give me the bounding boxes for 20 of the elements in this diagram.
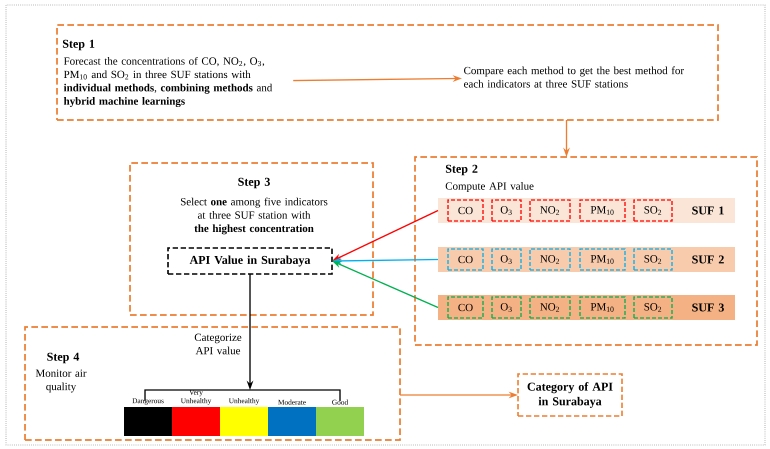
indicator-box: SO$_{2}$ (633, 296, 673, 319)
indicator-box: CO (447, 296, 484, 319)
edge-label: Categorize API value (194, 334, 242, 354)
indicator-box: CO (447, 199, 484, 222)
indicator-box: O$_{3}$ (491, 199, 522, 222)
indicator-box: O$_{3}$ (491, 296, 522, 319)
result-box: API Value in Surabaya (167, 247, 333, 275)
indicator-box: O$_{3}$ (491, 248, 522, 271)
indicator-box: PM$_{10}$ (579, 296, 626, 319)
indicator-box: PM$_{10}$ (579, 248, 626, 271)
indicator-box: PM$_{10}$ (579, 199, 626, 222)
indicator-box: CO (447, 248, 484, 271)
indicator-box: SO$_{2}$ (633, 199, 673, 222)
step-text: Compare each method to get the best method for each indicators at three SUF stations (464, 66, 684, 88)
step-text: Forecast the concentrations of CO, NO$_{2}$, O$_{3}$, PM$_{10}$ and SO$_{2}$ in three SUF stations with individual methods, combining methods and hybrid machine learnings (64, 56, 272, 108)
indicator-box: NO$_{2}$ (529, 248, 571, 271)
indicator-box: NO$_{2}$ (529, 199, 571, 222)
indicator-box: NO$_{2}$ (529, 296, 571, 319)
indicator-box: SO$_{2}$ (633, 248, 673, 271)
result-box: Category of API in Surabaya (517, 373, 623, 417)
